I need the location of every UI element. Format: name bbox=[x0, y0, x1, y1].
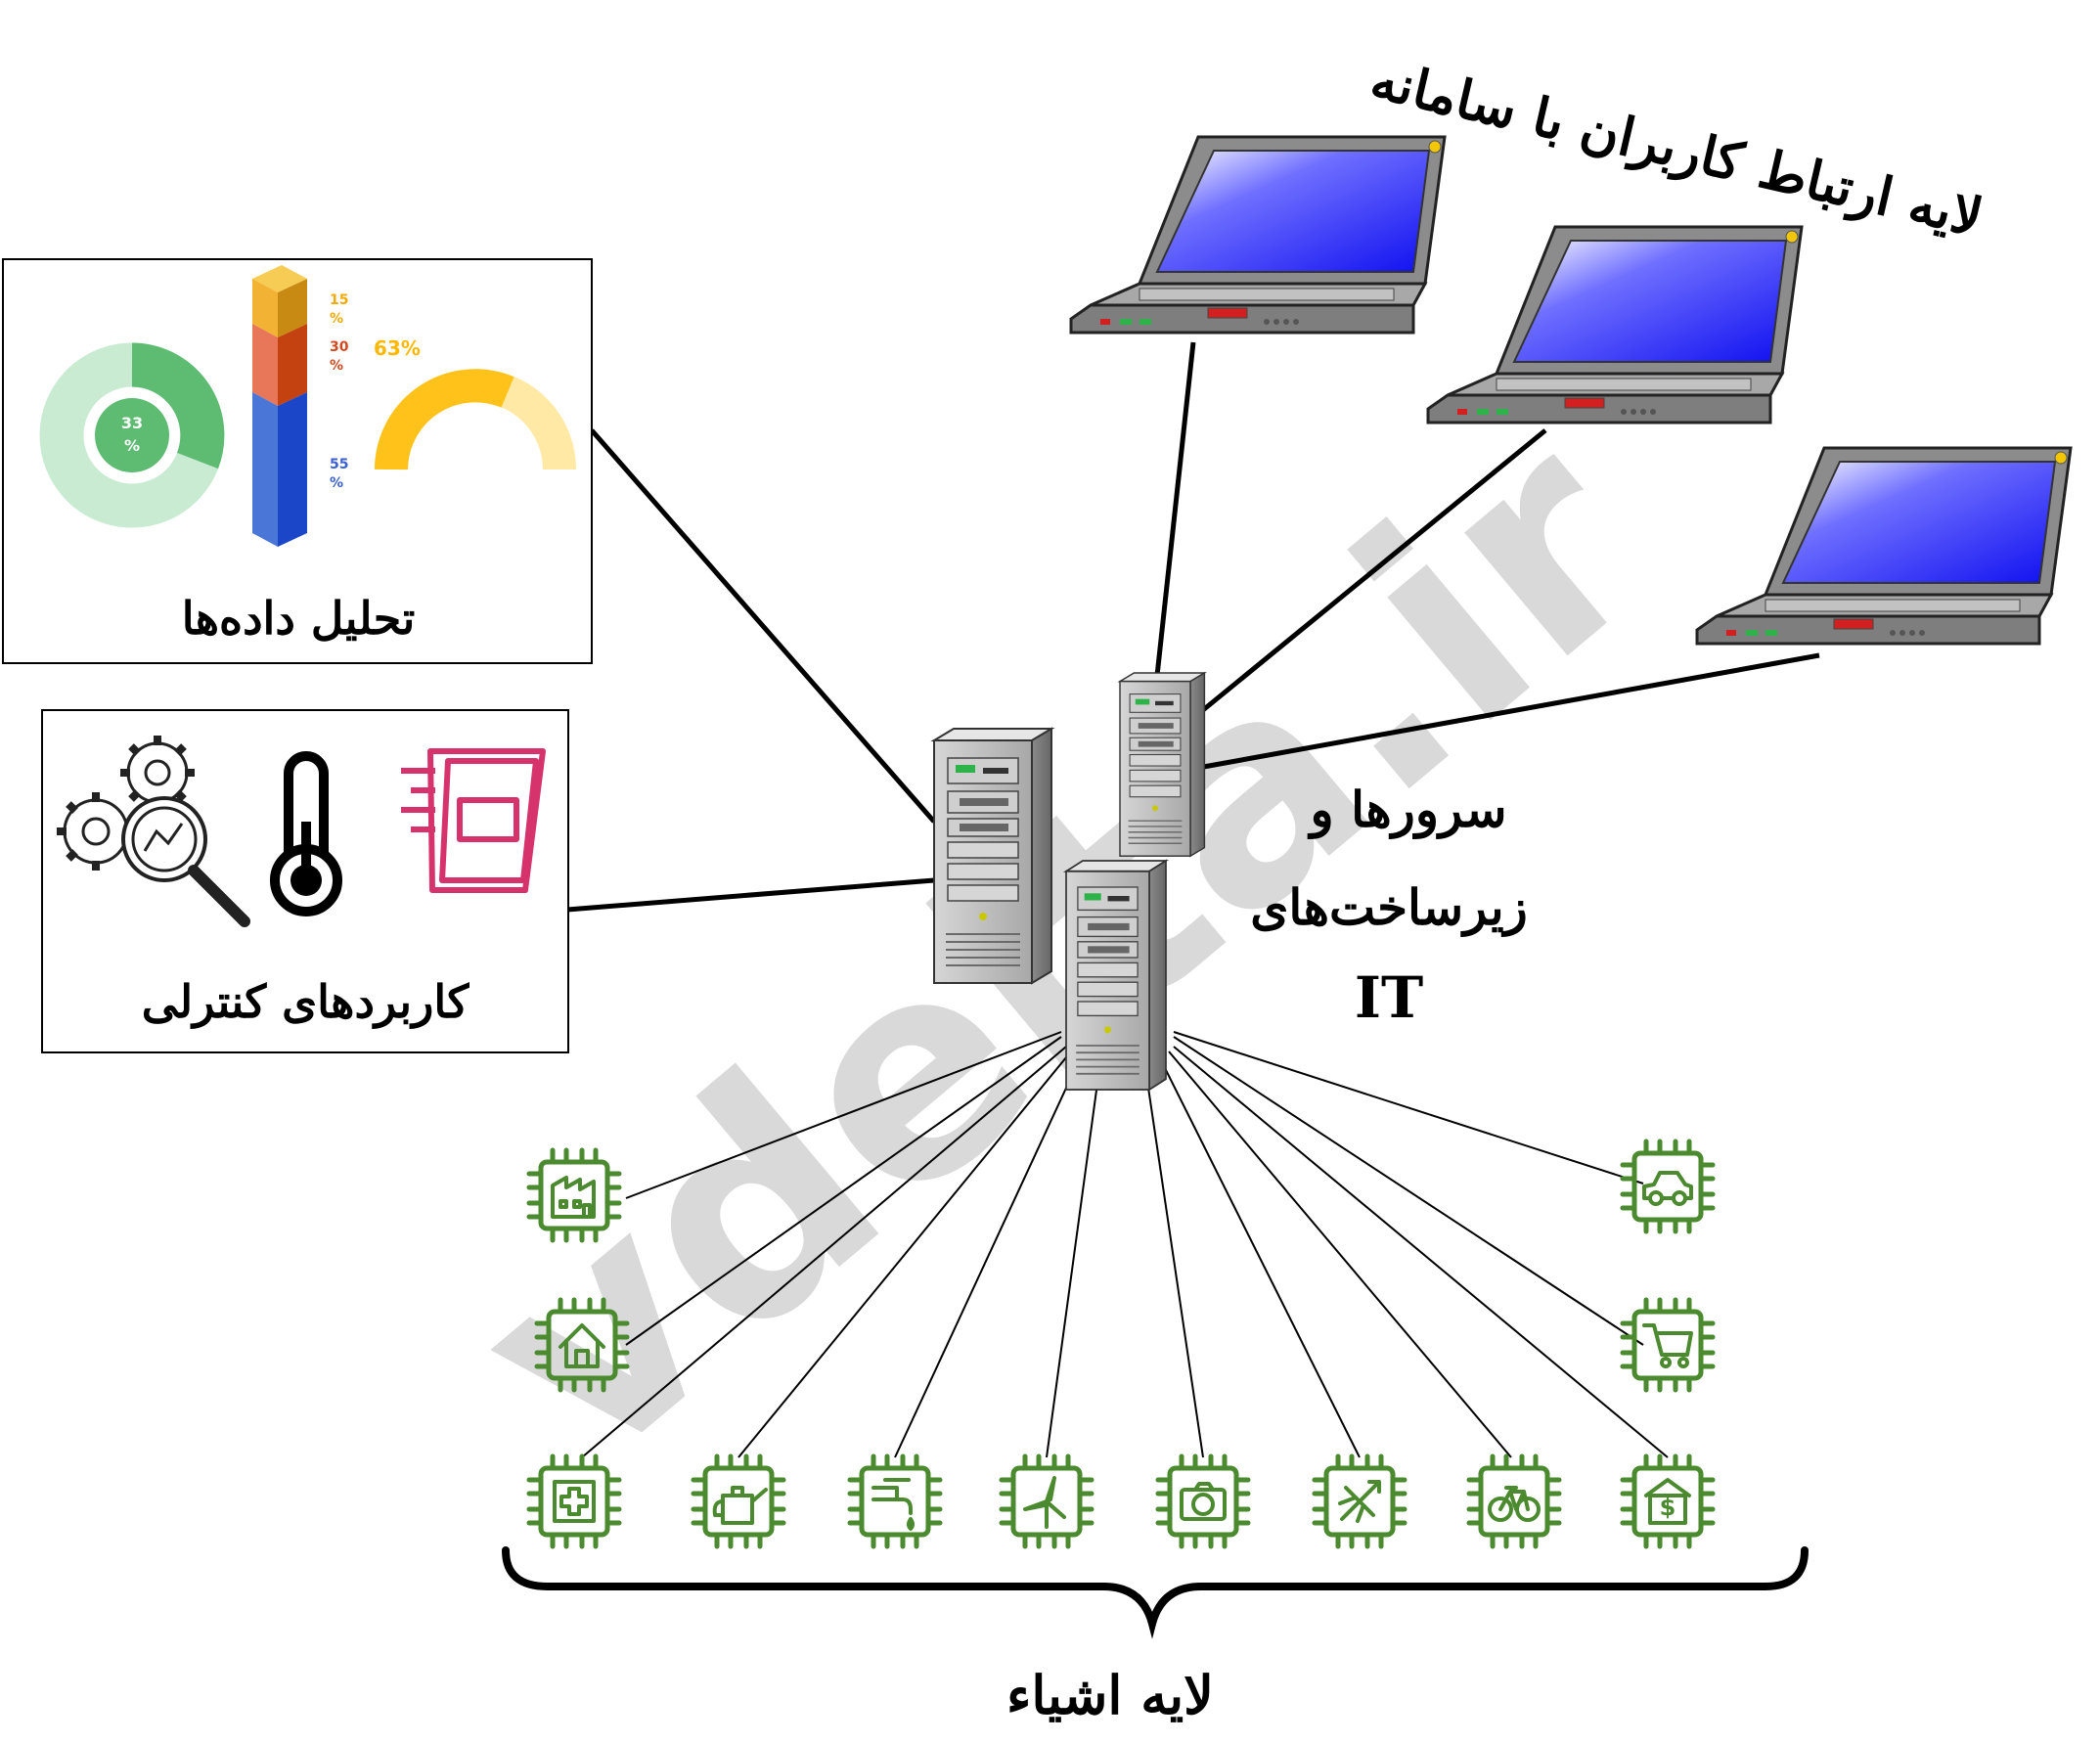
bar-label-bottom: 55 bbox=[330, 457, 348, 472]
bicycle-icon bbox=[1469, 1456, 1559, 1546]
document-icon bbox=[401, 748, 546, 893]
donut-percent: 33 bbox=[121, 414, 143, 432]
donut-unit: % bbox=[124, 436, 140, 455]
donut-chart: 33 % bbox=[39, 342, 225, 528]
control-apps-label: کاربردهای کنترلی bbox=[142, 975, 470, 1029]
things-layer-label: لایه اشیاء bbox=[1006, 1664, 1214, 1726]
bar-unit-top: % bbox=[330, 311, 343, 327]
servers-label-line3: IT bbox=[1355, 964, 1423, 1031]
gauge-chart: 63% bbox=[374, 336, 576, 470]
bar-unit-bottom: % bbox=[330, 475, 343, 491]
gauge-percent: 63% bbox=[374, 336, 421, 360]
faucet-icon bbox=[850, 1456, 940, 1546]
laptop-1 bbox=[1069, 135, 1447, 335]
connection-lines bbox=[566, 341, 1820, 913]
svg-text:$: $ bbox=[1660, 1494, 1676, 1521]
bank-icon: $ bbox=[1623, 1456, 1713, 1546]
gears-magnifier-icon bbox=[57, 736, 250, 927]
bar-unit-mid: % bbox=[330, 358, 343, 374]
factory-icon bbox=[529, 1150, 619, 1240]
laptop-3 bbox=[1695, 446, 2073, 646]
bar-label-mid: 30 bbox=[330, 339, 349, 355]
medical-icon bbox=[529, 1456, 619, 1546]
airplane-icon bbox=[1315, 1456, 1405, 1546]
control-apps-panel: کاربردهای کنترلی bbox=[41, 709, 569, 1053]
servers-label-line1: سرورها و bbox=[1308, 781, 1507, 839]
user-layer-label: لایه ارتباط کاربران با سامانه bbox=[1364, 47, 1988, 250]
wind-turbine-icon bbox=[1002, 1456, 1092, 1546]
laptop-2 bbox=[1426, 225, 1804, 425]
iot-devices: $ bbox=[529, 1141, 1713, 1546]
watering-can-icon bbox=[693, 1456, 783, 1546]
stacked-bar-chart: 15 % 30 % 55 % bbox=[252, 265, 349, 547]
house-icon bbox=[537, 1300, 627, 1390]
servers-label-line2: زیرساخت‌های bbox=[1250, 878, 1528, 937]
data-analysis-label: تحلیل داده‌ها bbox=[182, 592, 416, 645]
thermometer-icon bbox=[270, 751, 342, 916]
camera-icon bbox=[1158, 1456, 1248, 1546]
data-analysis-panel: 33 % 15 % 30 % 55 % 63% تحلیل داده‌ها bbox=[2, 258, 593, 664]
bar-label-top: 15 bbox=[330, 292, 348, 308]
iot-connection-lines bbox=[581, 1031, 1669, 1458]
things-brace bbox=[502, 1546, 1809, 1639]
car-icon bbox=[1623, 1141, 1713, 1231]
cart-icon bbox=[1623, 1300, 1713, 1390]
